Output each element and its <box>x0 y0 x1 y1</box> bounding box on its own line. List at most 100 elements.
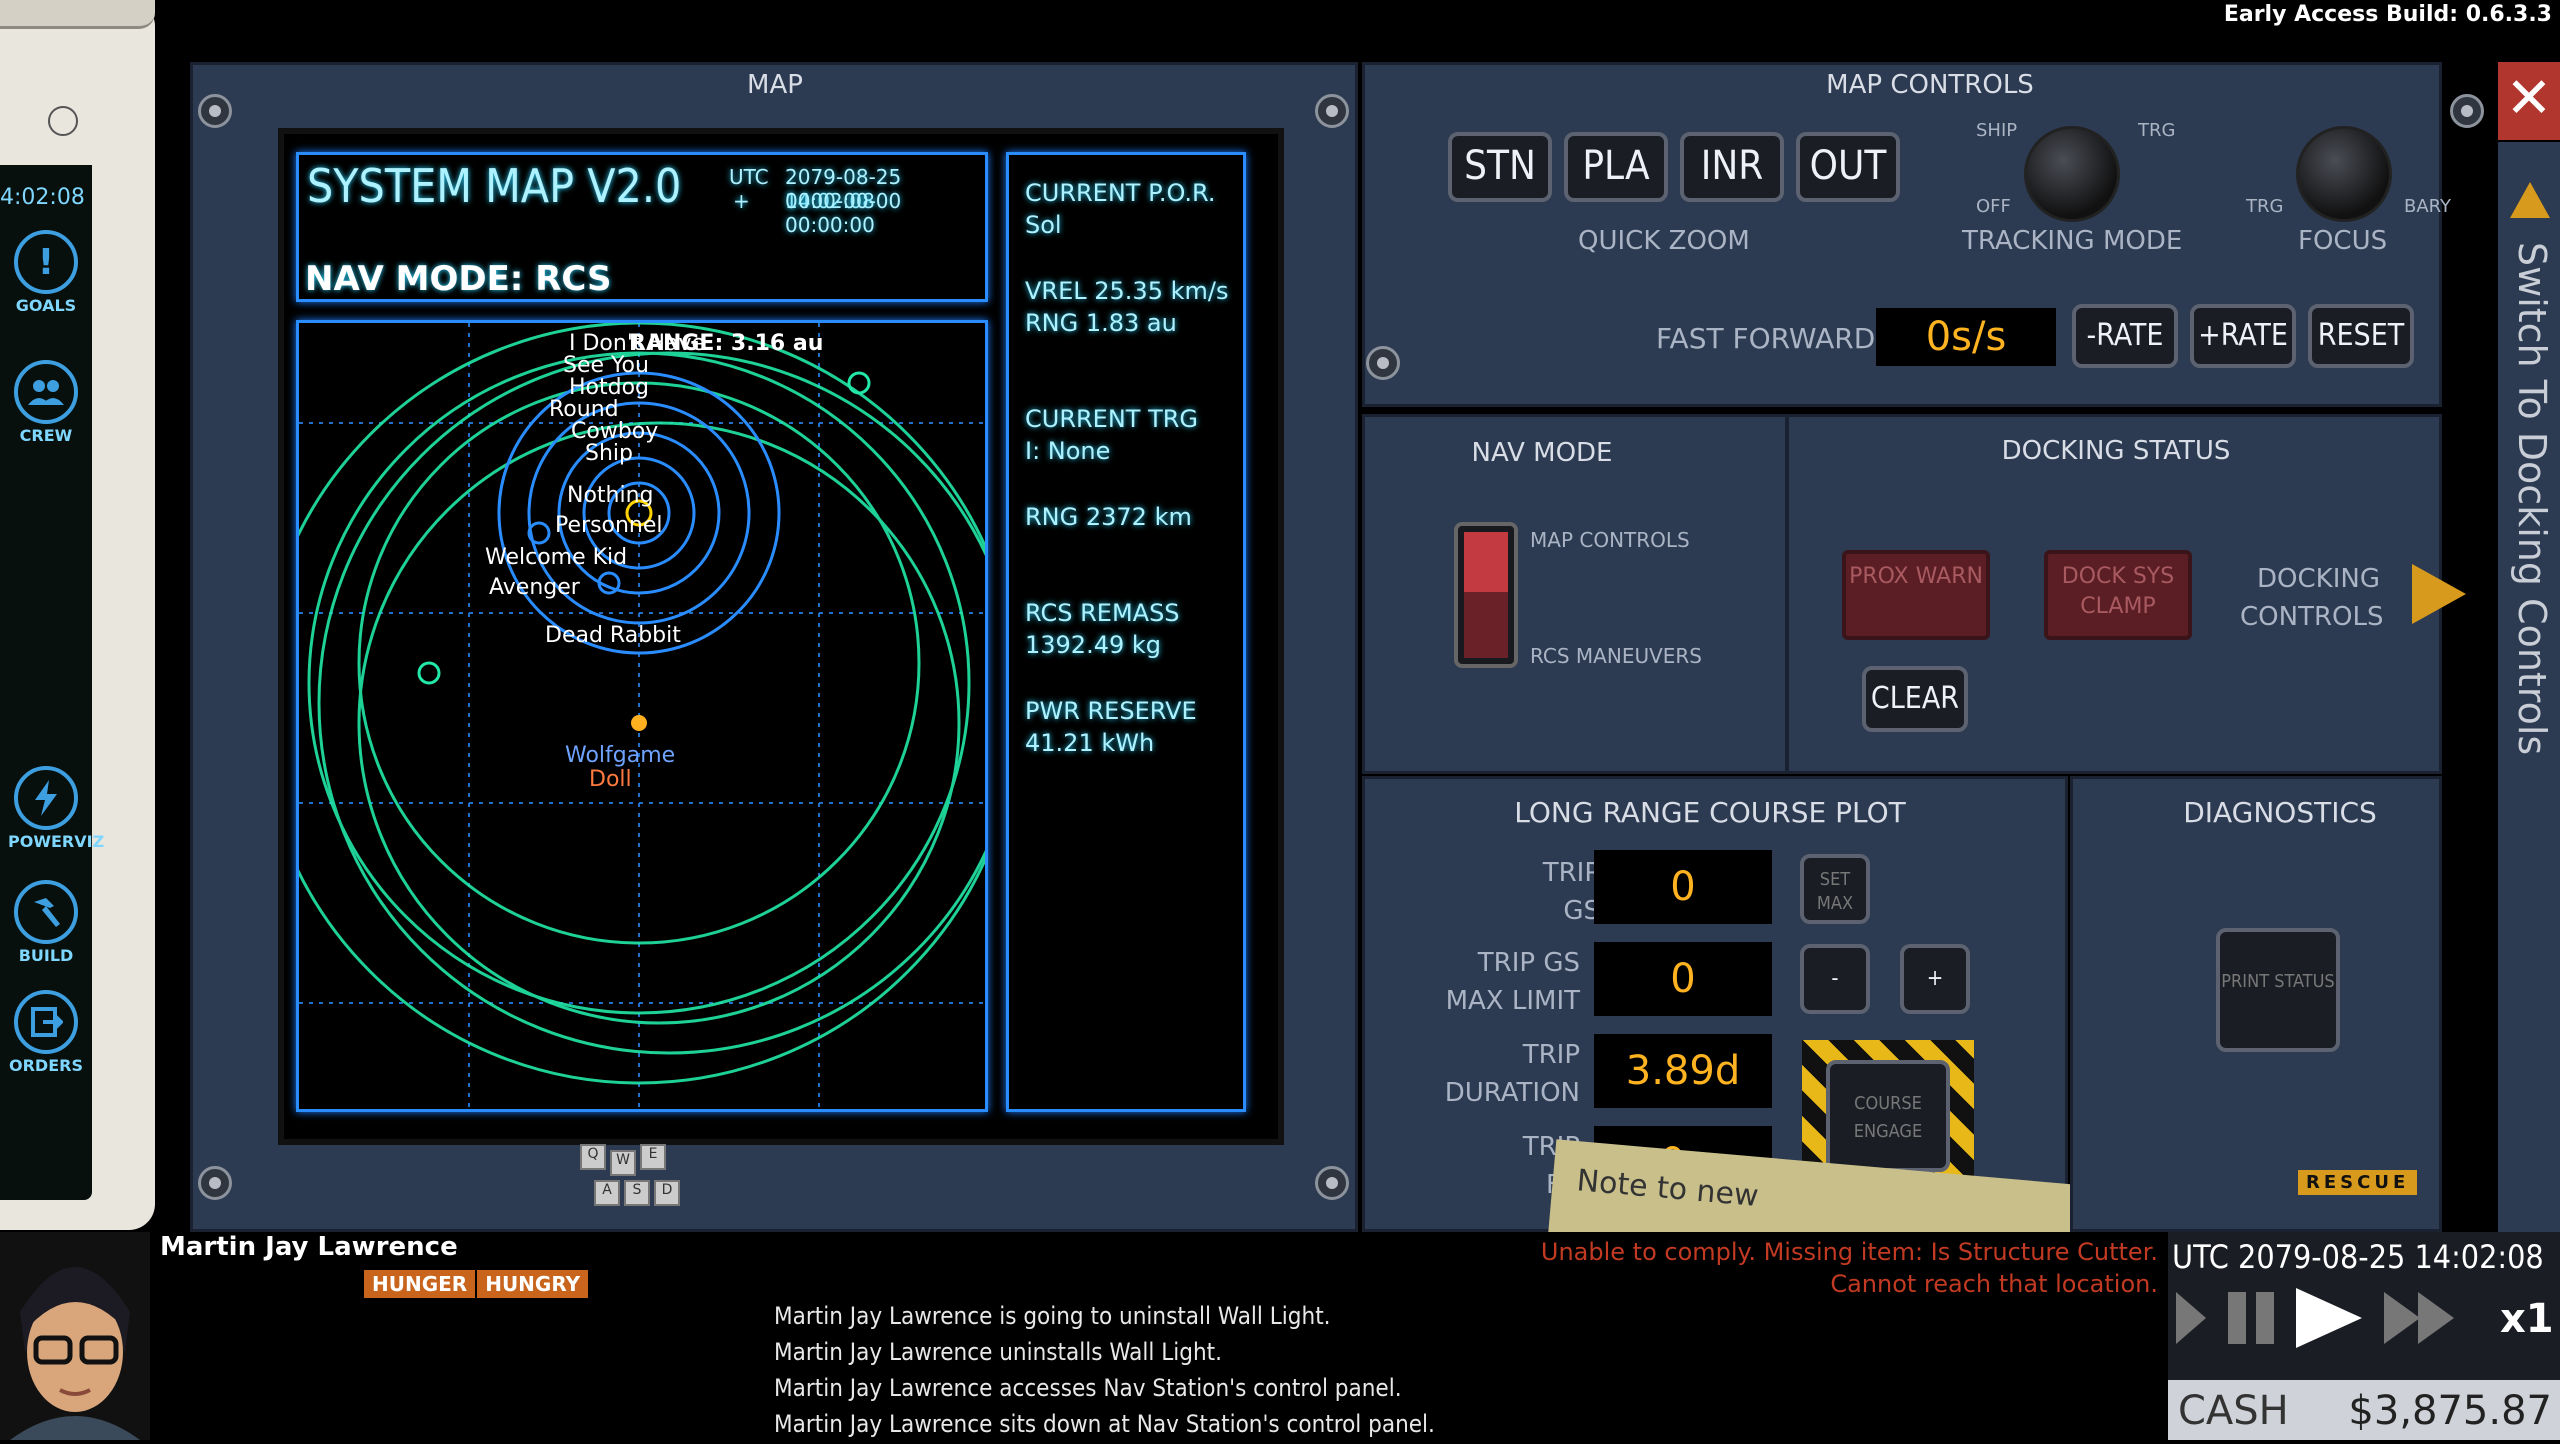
docking-controls-label: DOCKING CONTROLS <box>2240 564 2384 632</box>
activity-log: Martin Jay Lawrence is going to uninstal… <box>774 1302 1435 1438</box>
tablet-top-edge <box>0 0 155 29</box>
trip-duration-label: TRIP DURATION <box>1444 1040 1580 1108</box>
warning-line: Unable to comply. Missing item: Is Struc… <box>1540 1238 2158 1266</box>
docking-controls-arrow[interactable] <box>2412 564 2466 624</box>
warning-messages: Unable to comply. Missing item: Is Struc… <box>1480 1236 2158 1300</box>
zoom-inr-button[interactable]: INR <box>1680 132 1784 202</box>
course-engage-button[interactable]: COURSE ENGAGE <box>1826 1060 1950 1172</box>
max-limit-display: 0 <box>1594 942 1772 1016</box>
powerviz-label: POWERVIZ <box>8 832 105 851</box>
map-object-label[interactable]: Round <box>549 397 619 422</box>
map-info-column: CURRENT P.O.R. Sol VREL 25.35 km/s RNG 1… <box>1006 152 1246 1112</box>
map-title: SYSTEM MAP V2.0 <box>307 159 682 213</box>
map-object-label[interactable]: I Don't Have <box>569 331 706 356</box>
powerviz-button[interactable]: POWERVIZ <box>8 766 105 851</box>
step-back-icon[interactable] <box>2176 1292 2206 1344</box>
key-s: S <box>624 1180 650 1206</box>
focus-bary-label: BARY <box>2404 196 2452 217</box>
map-object-label[interactable]: Cowboy <box>571 419 659 444</box>
log-line: Martin Jay Lawrence is going to uninstal… <box>774 1302 1331 1330</box>
build-label: Early Access Build: 0.6.3.3 <box>2223 2 2552 27</box>
movement-keys: Q W E A S D <box>580 1144 680 1206</box>
orders-icon <box>14 990 78 1054</box>
map-object-label[interactable]: Ship <box>585 441 633 466</box>
rcs-label: RCS REMASS <box>1025 599 1180 627</box>
goals-button[interactable]: ! GOALS <box>8 230 84 315</box>
pwr-label: PWR RESERVE <box>1025 697 1197 725</box>
utc-label: UTC <box>729 165 769 189</box>
map-object-label[interactable]: Hotdog <box>569 375 650 400</box>
course-plot-title: LONG RANGE COURSE PLOT <box>1514 796 1906 829</box>
map-object-label[interactable]: Nothing <box>567 483 654 508</box>
close-button[interactable]: ✕ <box>2498 62 2560 140</box>
switch-docking-tab[interactable]: Switch To Docking Controls <box>2498 142 2560 1232</box>
log-line: Martin Jay Lawrence accesses Nav Station… <box>774 1374 1402 1402</box>
limit-minus-button[interactable]: - <box>1800 944 1870 1014</box>
nav-mode-switch[interactable] <box>1454 522 1518 668</box>
system-map-screen[interactable]: SYSTEM MAP V2.0 UTC 2079-08-25 14:02:08 … <box>278 128 1284 1145</box>
focus-trg-label: TRG <box>2246 196 2284 217</box>
switch-lever <box>1464 532 1508 592</box>
print-status-button[interactable]: PRINT STATUS <box>2216 928 2340 1052</box>
map-object-label[interactable]: Doll <box>589 767 632 792</box>
pwr-value: 41.21 kWh <box>1025 729 1155 757</box>
fast-forward-icon[interactable] <box>2384 1292 2456 1344</box>
limit-plus-button[interactable]: + <box>1900 944 1970 1014</box>
cash-value: $3,875.87 <box>2348 1388 2552 1434</box>
rate-minus-button[interactable]: -RATE <box>2072 304 2178 368</box>
status-tag-hunger: HUNGER <box>364 1270 476 1298</box>
vrel-readout: VREL 25.35 km/s <box>1025 277 1229 305</box>
crew-portrait[interactable] <box>0 1232 150 1440</box>
nav-opt-map-controls: MAP CONTROLS <box>1530 528 1690 552</box>
screw <box>1315 94 1349 128</box>
focus-knob[interactable] <box>2296 126 2392 222</box>
cash-row: CASH $3,875.87 <box>2168 1380 2560 1440</box>
dock-sys-clamp-indicator: DOCK SYS CLAMP <box>2044 550 2192 640</box>
range-readout: RANGE: 3.16 au <box>629 331 824 356</box>
orders-button[interactable]: ORDERS <box>8 990 84 1075</box>
screw <box>1366 346 1400 380</box>
diagnostics-title: DIAGNOSTICS <box>2183 796 2377 829</box>
map-object-label[interactable]: Wolfgame <box>565 743 676 768</box>
exclamation-icon: ! <box>14 230 78 294</box>
screw <box>198 1166 232 1200</box>
switch-docking-label: Switch To Docking Controls <box>2510 242 2554 756</box>
map-object-label[interactable]: Avenger <box>489 575 580 600</box>
tracking-mode-label: TRACKING MODE <box>1962 226 2183 256</box>
warning-line: Cannot reach that location. <box>1830 1270 2158 1298</box>
set-max-button[interactable]: SET MAX <box>1800 854 1870 924</box>
key-w: W <box>610 1150 636 1176</box>
rescue-button[interactable]: RESCUE <box>2298 1170 2418 1195</box>
map-object-label[interactable]: Dead Rabbit <box>545 623 681 648</box>
zoom-stn-button[interactable]: STN <box>1448 132 1552 202</box>
orbit-graphic <box>299 323 985 1109</box>
close-icon: ✕ <box>2505 66 2553 131</box>
zoom-out-button[interactable]: OUT <box>1796 132 1900 202</box>
orbit-display[interactable]: RANGE: 3.16 au I Don't Have See You Hotd… <box>296 320 988 1112</box>
key-d: D <box>654 1180 680 1206</box>
map-object-label[interactable]: Welcome Kid <box>485 545 628 570</box>
crew-icon <box>14 360 78 424</box>
key-q: Q <box>580 1144 606 1170</box>
tracking-ship-label: SHIP <box>1976 120 2018 141</box>
por-value: Sol <box>1025 211 1062 239</box>
play-icon[interactable] <box>2296 1288 2362 1348</box>
fast-forward-display: 0s/s <box>1876 308 2056 366</box>
screw <box>2450 94 2484 128</box>
build-label-nav: BUILD <box>18 946 74 965</box>
pause-icon[interactable] <box>2228 1292 2274 1344</box>
nav-mode-title: NAV MODE <box>1471 438 1613 468</box>
build-button[interactable]: BUILD <box>8 880 84 965</box>
speed-multiplier: x1 <box>2500 1296 2554 1342</box>
reset-button[interactable]: RESET <box>2308 304 2414 368</box>
zoom-pla-button[interactable]: PLA <box>1564 132 1668 202</box>
tracking-mode-knob[interactable] <box>2024 126 2120 222</box>
clear-button[interactable]: CLEAR <box>1862 666 1968 732</box>
crew-button[interactable]: CREW <box>8 360 84 445</box>
crew-name: Martin Jay Lawrence <box>160 1232 458 1262</box>
map-object-label[interactable]: Personnel <box>555 513 663 538</box>
rate-plus-button[interactable]: +RATE <box>2190 304 2296 368</box>
log-line: Martin Jay Lawrence sits down at Nav Sta… <box>774 1410 1435 1438</box>
map-object-label[interactable]: See You <box>563 353 649 378</box>
focus-label: FOCUS <box>2298 226 2388 256</box>
